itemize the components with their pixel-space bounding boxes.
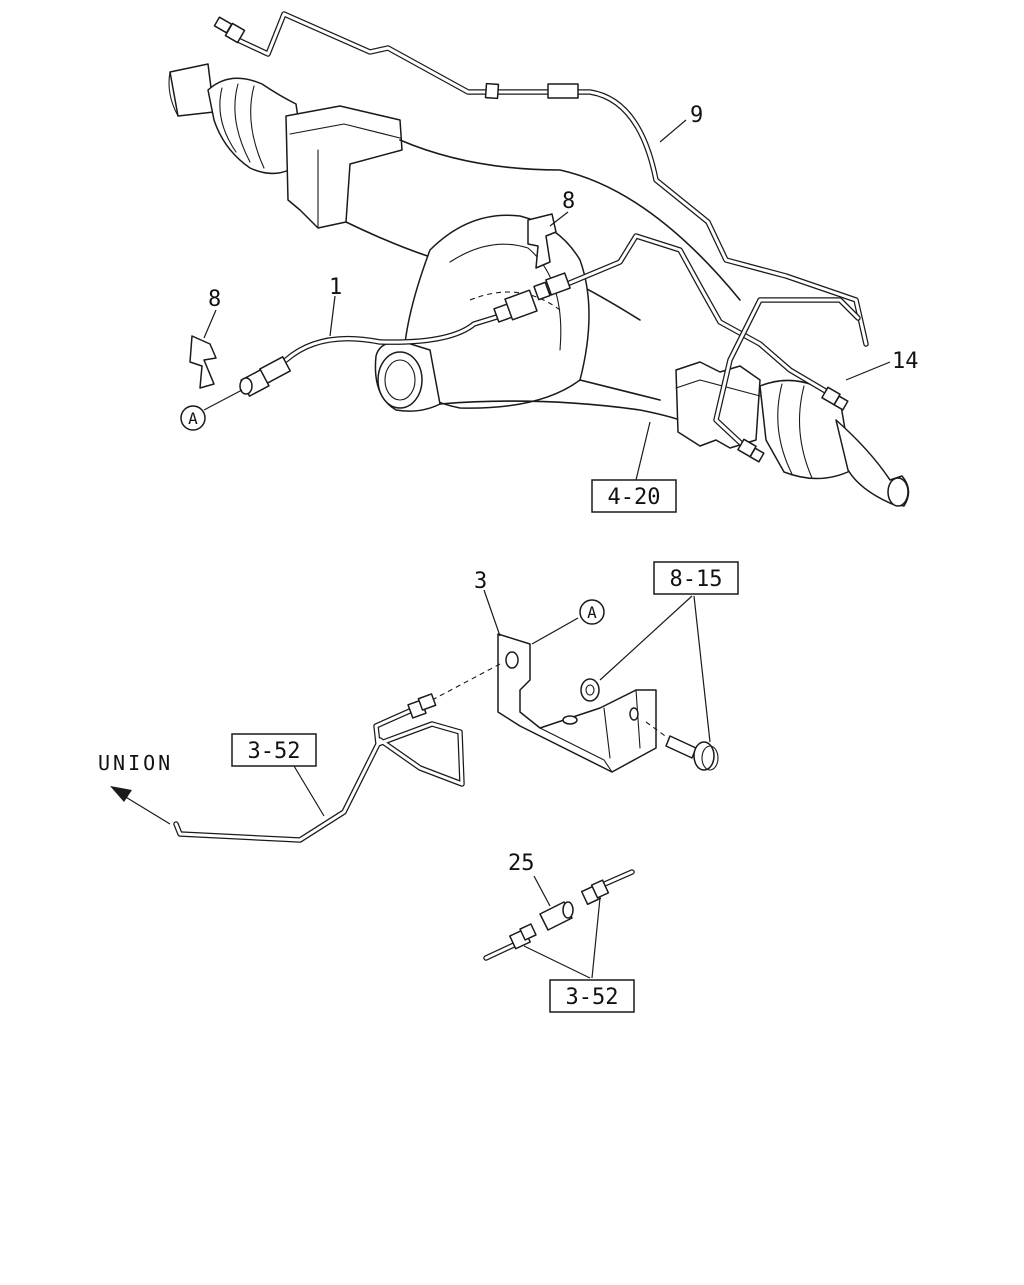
clip-8-upper [527,213,557,269]
lower-pipe-fitting [407,693,437,719]
callout-part-1: 1 [329,275,342,300]
boxed-ref-union-label: 3-52 [566,985,619,1010]
hose-1-left-fitting [239,356,291,397]
brake-pipe-14 [545,233,861,463]
boxed-ref-union [549,979,635,1013]
callout-part-9: 9 [690,103,703,128]
callout-part-25: 25 [508,851,535,876]
brake-pipe-9 [213,11,869,347]
ref-circle-A-lower [579,599,605,625]
boxed-ref-bolt [653,561,739,595]
union-25-detail: 25 3-52 [483,851,635,1013]
pipe-9-end-fitting [213,16,246,44]
callout-part-3: 3 [474,569,487,594]
union-25 [539,901,574,931]
callout-part-8-lower: 8 [208,287,221,312]
boxed-ref-axle [591,479,677,513]
callout-part-8-upper: 8 [562,189,575,214]
ref-label-A-upper: A [188,409,198,428]
ref-label-A-lower: A [587,603,597,622]
ref-circle-A-upper [180,405,206,431]
union-label: UNION [98,751,173,775]
boxed-ref-pipe [231,733,317,767]
union-arrow-icon [110,786,132,802]
flange-bolt [665,735,719,771]
hose-1-right-fitting [493,272,571,323]
boxed-ref-bolt-label: 8-15 [670,567,723,592]
boxed-ref-axle-label: 4-20 [608,485,661,510]
bracket-3-assembly: 3 A 8-15 [431,561,739,773]
brake-hose-1 [239,272,571,397]
clip-8-lower [189,335,217,389]
flange-nut [580,678,600,702]
lower-brake-pipe: 3-52 UNION [98,693,465,843]
upper-callouts: 1 9 8 8 14 A 4-20 [180,103,919,513]
callout-part-14: 14 [892,349,919,374]
boxed-ref-pipe-label: 3-52 [248,739,301,764]
